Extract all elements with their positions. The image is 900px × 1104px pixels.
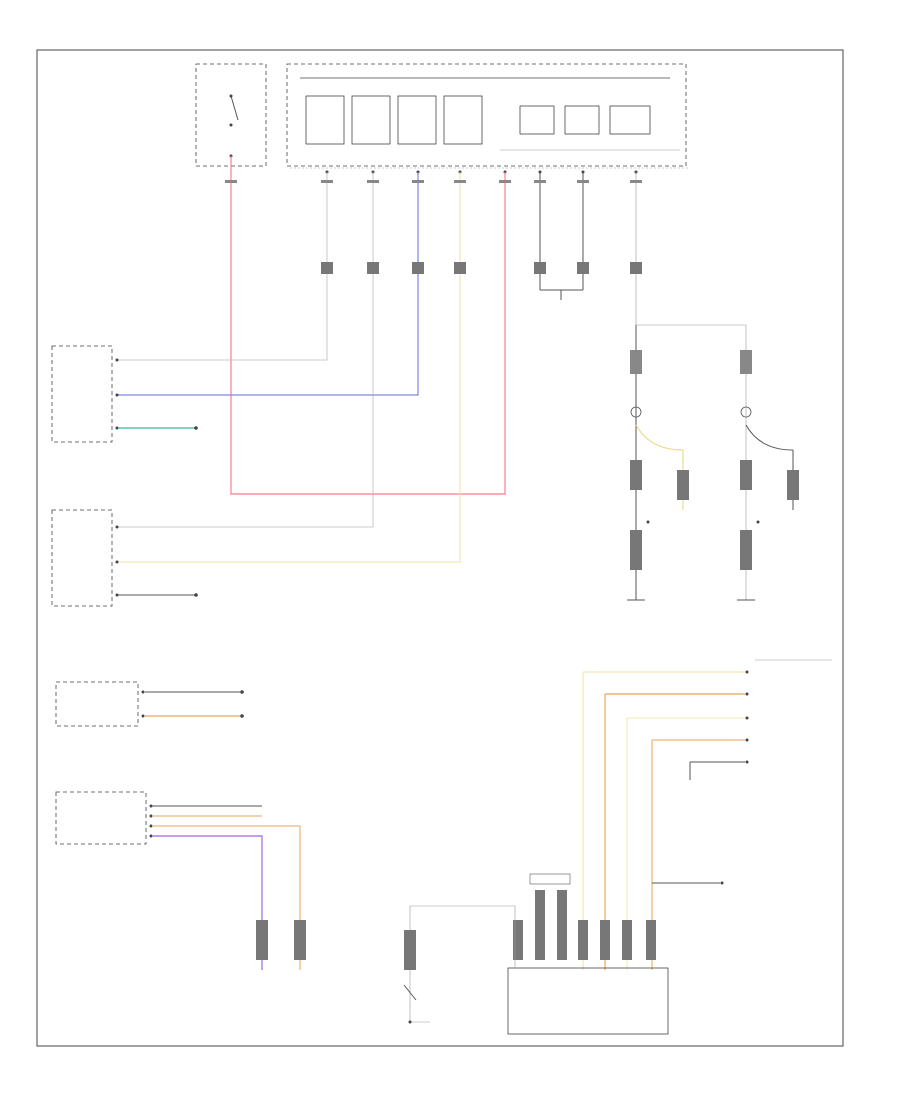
relay-1 bbox=[305, 95, 345, 145]
gray-wire-1 bbox=[118, 172, 328, 361]
relay-3 bbox=[397, 95, 437, 145]
fuse-2 bbox=[564, 105, 600, 135]
gray-wire-2 bbox=[118, 172, 374, 528]
left-headlamp bbox=[737, 350, 799, 601]
cluster-connector bbox=[507, 873, 669, 1035]
fuse-1 bbox=[519, 105, 555, 135]
wire-to-headlamps bbox=[635, 172, 747, 600]
sensor-bottom-center bbox=[403, 905, 516, 1024]
ground-symbol-1 bbox=[540, 289, 583, 300]
control-module-lower-left bbox=[55, 791, 306, 970]
headlamp-switch-wires bbox=[582, 659, 832, 970]
right-front-lamp-assembly bbox=[51, 509, 198, 607]
red-wire-loop bbox=[230, 156, 506, 495]
ignition-switch bbox=[195, 63, 267, 167]
yellow-wire-1 bbox=[118, 172, 461, 563]
power-module bbox=[286, 63, 690, 169]
right-headlamp bbox=[627, 350, 689, 601]
diagram-frame bbox=[36, 49, 844, 1047]
relay-4 bbox=[443, 95, 483, 145]
relay-2 bbox=[351, 95, 391, 145]
fuse-3 bbox=[609, 105, 651, 135]
module-pins bbox=[325, 170, 638, 174]
control-module-left bbox=[55, 681, 244, 727]
blue-wire bbox=[118, 172, 419, 396]
left-front-lamp-assembly bbox=[51, 345, 198, 443]
wire-connector-marks bbox=[225, 180, 642, 274]
